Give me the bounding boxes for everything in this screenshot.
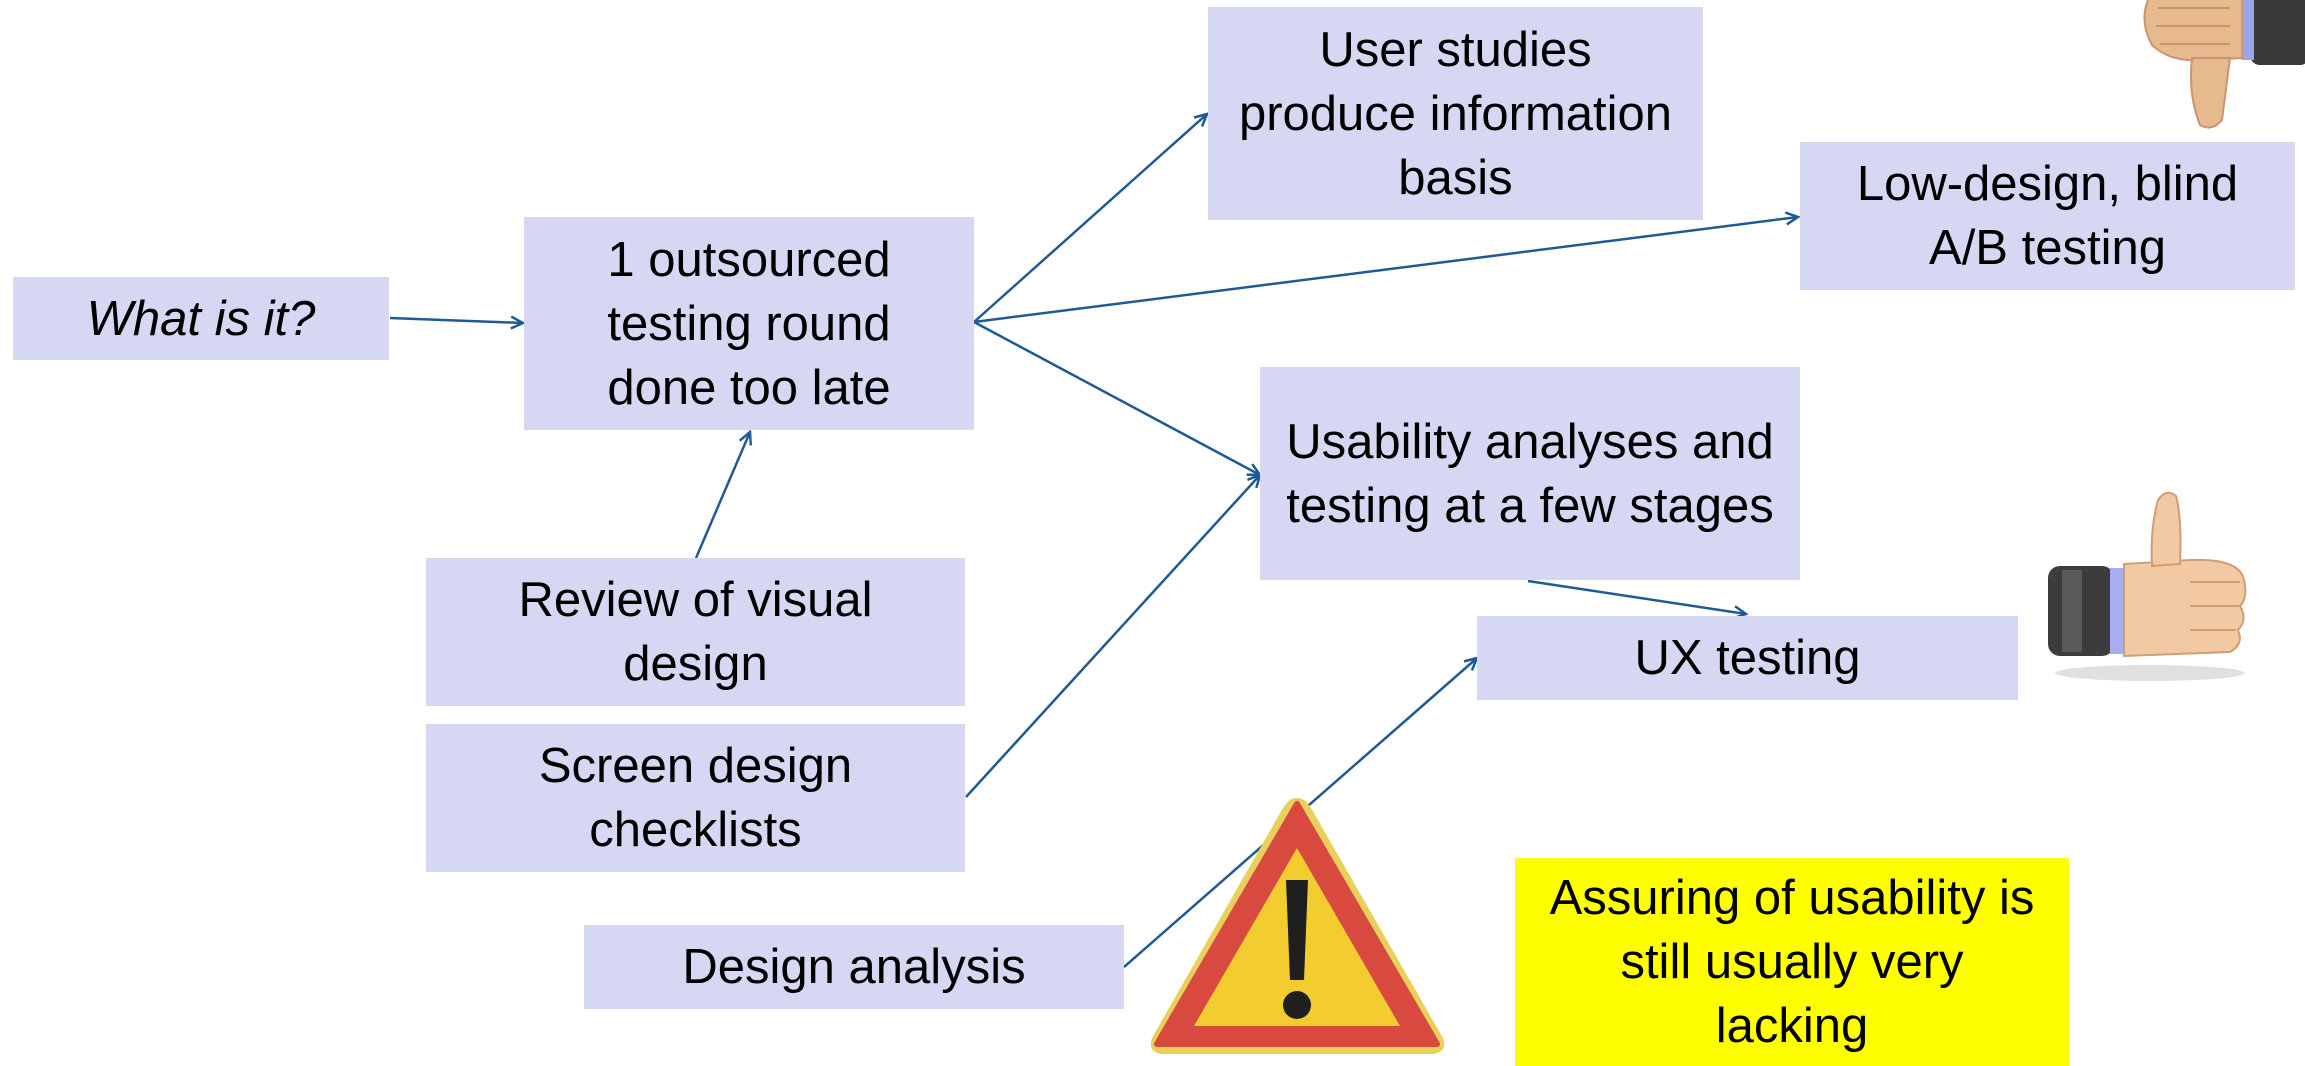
callout-box: Assuring of usability is still usually v… (1515, 858, 2069, 1066)
usability-analyses-label: Usability analyses and testing at a few … (1286, 414, 1774, 533)
outsourced-testing-box: 1 outsourced testing round done too late (524, 217, 974, 430)
callout-text: Assuring of usability is still usually v… (1549, 871, 2035, 1053)
arrow-review-to-outsourced (694, 432, 750, 559)
outsourced-testing-label: 1 outsourced testing round done too late (607, 232, 891, 415)
review-visual-box: Review of visual design (426, 558, 965, 706)
ux-testing-label: UX testing (1634, 631, 1861, 685)
arrow-what-to-outsourced (389, 318, 523, 323)
arrow-checklists-to-usability (965, 475, 1260, 798)
thumbs-down-icon (2143, 0, 2305, 129)
review-visual-label: Review of visual design (518, 573, 873, 691)
design-analysis-label: Design analysis (682, 940, 1026, 994)
arrow-usability-to-ux (1527, 579, 1746, 614)
screen-checklists-box: Screen design checklists (426, 724, 965, 872)
arrow-outsourced-to-userstudies (973, 114, 1207, 323)
user-studies-label: User studies produce information basis (1238, 22, 1673, 205)
arrow-outsourced-to-abtesting (973, 217, 1798, 324)
low-design-ab-box: Low-design, blind A/B testing (1800, 142, 2295, 290)
what-is-it-box: What is it? (13, 277, 389, 360)
ux-testing-box: UX testing (1477, 616, 2018, 700)
usability-analyses-box: Usability analyses and testing at a few … (1260, 367, 1800, 580)
thumbs-up-icon (2048, 491, 2247, 681)
arrow-outsourced-to-usability (973, 320, 1260, 475)
what-is-it-label: What is it? (86, 291, 316, 346)
low-design-ab-label: Low-design, blind A/B testing (1856, 157, 2239, 275)
design-analysis-box: Design analysis (584, 925, 1124, 1009)
user-studies-box: User studies produce information basis (1208, 7, 1703, 220)
warning-icon (1150, 798, 1445, 1054)
screen-checklists-label: Screen design checklists (538, 739, 853, 857)
